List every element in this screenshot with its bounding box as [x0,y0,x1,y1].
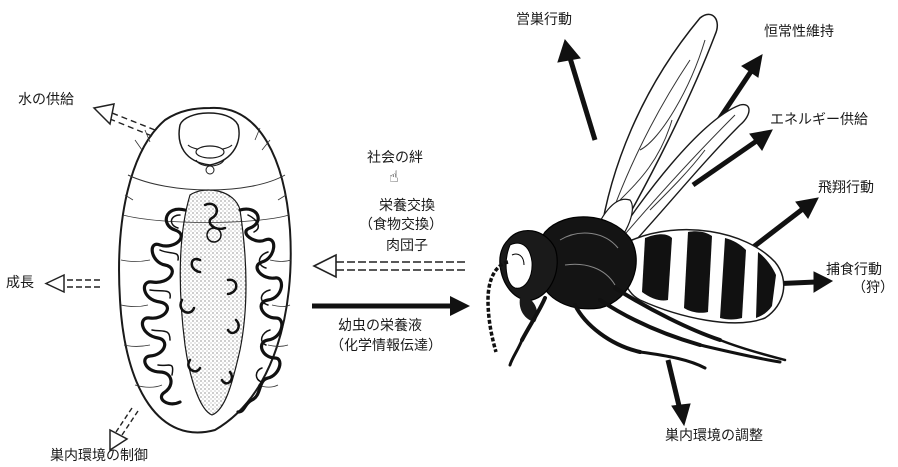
larval-saliva-label: 幼虫の栄養液 [338,318,422,335]
nest-env-adjust-label: 巣内環境の調整 [665,428,763,445]
trophallaxis-note: （食物交換） [346,217,456,234]
meatball-label: 肉団子 [352,238,462,255]
nest-env-control-arrow [110,408,138,450]
chemical-comm-label: （化学情報伝達） [330,338,442,355]
flight-label: 飛翔行動 [818,180,874,197]
growth-arrow [46,275,100,292]
nest-building-arrow [558,40,595,140]
nest-env-adjust-arrow [668,360,690,425]
larval-saliva-arrow [312,296,470,316]
nest-building-label: 営巣行動 [516,12,572,29]
trophallaxis-label: 栄養交換 [352,198,462,215]
social-bond-label: 社会の絆 [367,150,423,167]
energy-supply-label: エネルギー供給 [770,112,868,129]
wasp-illustration [488,14,785,368]
larva-illustration [119,108,291,433]
meatball-arrow [314,255,465,277]
water-supply-label: 水の供給 [18,92,74,109]
nest-env-control-label: 巣内環境の制御 [50,448,148,465]
hunting-label: （狩） [852,280,894,297]
homeostasis-label: 恒常性維持 [764,24,834,41]
growth-label: 成長 [6,275,34,292]
predation-label: 捕食行動 [826,262,882,279]
flight-arrow [752,198,818,248]
pointing-hand-icon: ☝ [389,167,399,186]
